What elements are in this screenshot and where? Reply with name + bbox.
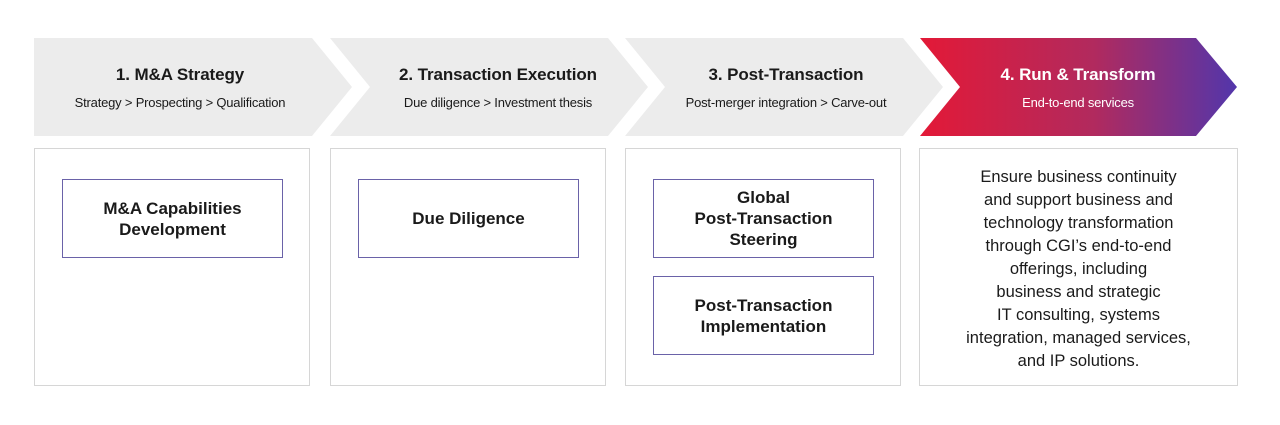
step-4-subtitle: End-to-end services xyxy=(1022,94,1134,110)
arrow-step-1 xyxy=(34,38,352,136)
step-1-subtitle: Strategy > Prospecting > Qualification xyxy=(74,94,286,110)
step-1-panel: M&A Capabilities Development xyxy=(34,148,310,386)
arrow-step-4 xyxy=(920,38,1237,136)
box-post-transaction-implementation: Post-Transaction Implementation xyxy=(653,276,874,355)
step-2-title: 2. Transaction Execution xyxy=(399,64,597,84)
step-4-header: 4. Run & Transform End-to-end services xyxy=(932,38,1224,136)
step-3-subtitle: Post-merger integration > Carve-out xyxy=(685,94,887,110)
box-global-steering: Global Post-Transaction Steering xyxy=(653,179,874,258)
step-3-title: 3. Post-Transaction xyxy=(708,64,864,84)
box-due-diligence: Due Diligence xyxy=(358,179,579,258)
step-1-header: 1. M&A Strategy Strategy > Prospecting >… xyxy=(34,38,326,136)
arrow-step-2 xyxy=(330,38,648,136)
step-2-subtitle: Due diligence > Investment thesis xyxy=(403,94,593,110)
arrow-step-3 xyxy=(625,38,943,136)
step-2-panel: Due Diligence xyxy=(330,148,606,386)
step-3-panel: Global Post-Transaction Steering Post-Tr… xyxy=(625,148,901,386)
step-4-description: Ensure business continuity and support b… xyxy=(966,168,1191,370)
step-1-title: 1. M&A Strategy xyxy=(115,64,245,84)
step-4-title: 4. Run & Transform xyxy=(1000,64,1156,84)
step-2-header: 2. Transaction Execution Due diligence >… xyxy=(352,38,644,136)
box-ma-capabilities: M&A Capabilities Development xyxy=(62,179,283,258)
step-3-header: 3. Post-Transaction Post-merger integrat… xyxy=(640,38,932,136)
step-4-panel: Ensure business continuity and support b… xyxy=(919,148,1238,386)
